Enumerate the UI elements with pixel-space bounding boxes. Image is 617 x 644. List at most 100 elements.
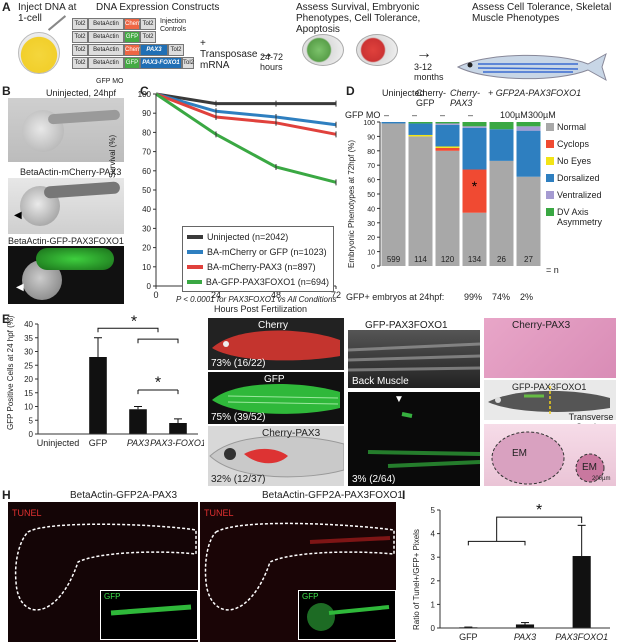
d-y-tick-label: 70 xyxy=(367,163,375,170)
e-star: * xyxy=(131,313,137,330)
i-x-tick-label: GFP xyxy=(459,632,478,642)
panel-b-caption1: Uninjected, 24hpf xyxy=(46,88,117,98)
gfp-fusion-inset xyxy=(298,590,396,640)
panel-a-step2: DNA Expression Constructs xyxy=(96,2,220,13)
tol2-box: Tol2 xyxy=(72,31,88,43)
cherry-pax3-embryo-image: ◀ xyxy=(8,178,124,234)
tol2-box: Tol2 xyxy=(182,57,194,69)
d-mo-value: – xyxy=(440,110,446,120)
g-cap-mid: GFP-PAX3FOXO1 xyxy=(512,382,587,392)
d-y-tick-label: 100 xyxy=(363,120,375,127)
f-cap-cherry: Cherry xyxy=(258,320,289,331)
e-y-tick-label: 40 xyxy=(24,320,33,329)
d-legend-item: Dorsalized xyxy=(546,173,616,187)
e-y-tick-label: 20 xyxy=(24,375,33,384)
c-y-tick-label: 80 xyxy=(142,128,151,137)
e-ylabel: GFP Positive Cells at 24 hpf (%) xyxy=(6,315,15,430)
d-legend-item: No Eyes xyxy=(546,156,616,170)
transposase-label: + Transposase mRNA xyxy=(200,38,258,71)
uninjected-embryo-image xyxy=(8,98,124,162)
back-muscle-image xyxy=(348,330,480,388)
c-legend-item: BA-mCherry-PAX3 (n=897) xyxy=(187,259,329,274)
i-y-tick-label: 1 xyxy=(431,600,436,609)
gfp-box: GFP xyxy=(124,57,140,69)
d-gfp-label: GFP+ embryos at 24hpf: xyxy=(346,292,445,302)
e-y-tick-label: 10 xyxy=(24,403,33,412)
f-cap-back: Back Muscle xyxy=(352,376,409,387)
embryo-green-icon xyxy=(302,34,344,66)
d-bar-segment xyxy=(408,123,433,135)
d-legend-swatch xyxy=(546,191,554,199)
panel-a-step4: Assess Cell Tolerance, Skeletal Muscle P… xyxy=(472,2,612,24)
i-y-tick-label: 4 xyxy=(431,530,436,539)
i-x-tick-label: PAX3FOXO1 xyxy=(555,632,608,642)
c-y-tick-label: 60 xyxy=(142,167,151,176)
tol2-box: Tol2 xyxy=(140,18,156,30)
d-y-tick-label: 10 xyxy=(367,250,375,257)
i-bar xyxy=(515,624,535,628)
construct-diagram: Tol2 BetaActin Cherry Tol2 Tol2 BetaActi… xyxy=(72,16,194,76)
i-y-tick-label: 0 xyxy=(431,624,436,633)
c-ylabel: Survival (%) xyxy=(108,134,117,178)
d-mo-value: 300µM xyxy=(528,110,556,120)
fish-cherry-pax3-image xyxy=(208,426,344,486)
c-series-line xyxy=(155,92,337,136)
e-y-tick-label: 5 xyxy=(29,416,34,425)
panel-label-d: D xyxy=(346,84,355,98)
time2-label: 3-12 months xyxy=(414,62,444,82)
d-n-value: 120 xyxy=(441,255,455,264)
c-xlabel: Hours Post Fertilization xyxy=(214,304,308,314)
pax3-box: PAX3 xyxy=(140,44,168,56)
h-title-right: BetaActin-GFP2A-PAX3FOXO1 xyxy=(262,490,403,501)
h-title-left: BetaActin-GFP2A-PAX3 xyxy=(70,490,178,501)
d-header-uninjected: Uninjected xyxy=(382,88,425,98)
d-n-value: 599 xyxy=(387,255,401,264)
e-bar xyxy=(89,357,107,434)
c-x-tick-label: 0 xyxy=(153,290,158,300)
i-bracket xyxy=(467,540,526,546)
i-bar xyxy=(572,556,591,628)
c-x-tick-label: 24 xyxy=(211,290,221,300)
c-y-tick-label: 10 xyxy=(142,263,151,272)
panel-b-caption2: BetaActin-mCherry-PAX3 xyxy=(20,167,122,177)
e-x-tick-label: PAX3 xyxy=(127,438,149,448)
d-y-tick-label: 0 xyxy=(371,264,375,271)
cherry-pax3-histology-image xyxy=(484,318,616,378)
g-cap-top: Cherry-PAX3 xyxy=(512,320,571,331)
d-header-cherry-gfp: Cherry-GFP xyxy=(416,88,447,108)
h-tunel-left: TUNEL xyxy=(12,508,42,518)
c-legend-item: BA-GFP-PAX3FOXO1 (n=694) xyxy=(187,274,329,289)
d-header-cherry-pax3: Cherry-PAX3 xyxy=(450,88,481,108)
beta-box: BetaActin xyxy=(88,44,124,56)
i-bracket xyxy=(496,516,583,542)
tol2-box: Tol2 xyxy=(140,31,156,43)
d-bar-segment xyxy=(381,123,406,266)
e-x-tick-label: GFP xyxy=(89,438,108,448)
d-legend-swatch xyxy=(546,174,554,182)
fish-gfp-image xyxy=(208,372,344,424)
beta-box: BetaActin xyxy=(88,57,124,69)
arrow-icon: → xyxy=(416,45,432,62)
d-n-value: 27 xyxy=(524,255,533,264)
time1-label: 24-72 hours xyxy=(260,52,284,72)
d-n-value: 134 xyxy=(468,255,482,264)
c-legend-swatch xyxy=(187,249,203,254)
gfp-fusion-fish-image xyxy=(484,380,616,420)
d-bar-segment xyxy=(408,136,433,266)
i-star: * xyxy=(536,502,542,519)
d-legend-item: Cyclops xyxy=(546,139,616,153)
i-ylabel: Ratio of Tunel+/GFP+ Pixels xyxy=(412,529,421,630)
f-cap-gfp: GFP xyxy=(264,374,285,385)
d-y-tick-label: 80 xyxy=(367,149,375,156)
d-bar-segment xyxy=(381,122,406,124)
d-y-tick-label: 20 xyxy=(367,235,375,242)
c-legend-label: BA-mCherry or GFP (n=1023) xyxy=(207,246,327,257)
d-mo-label: GFP MO xyxy=(345,110,381,120)
cherry-box: Cherry xyxy=(124,44,143,56)
d-legend-label: Dorsalized xyxy=(557,173,600,183)
d-header-gfp2a: + GFP2A-PAX3FOXO1 xyxy=(488,88,582,98)
c-legend-swatch xyxy=(187,279,202,284)
